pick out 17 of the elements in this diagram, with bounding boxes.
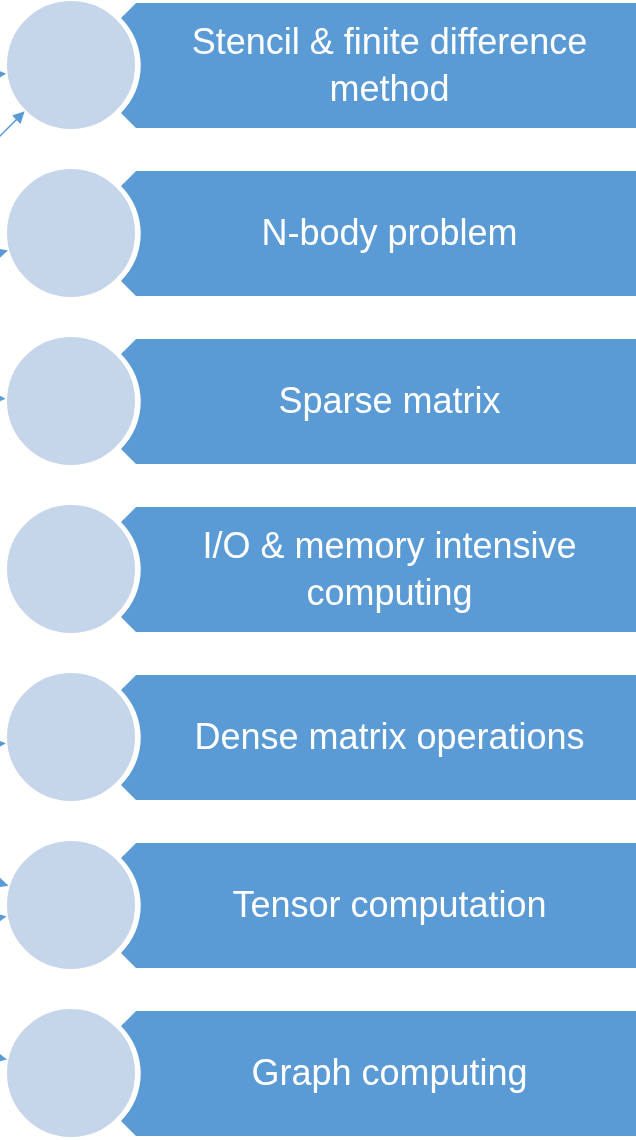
arrow bbox=[0, 1051, 7, 1063]
banner-shape bbox=[121, 171, 636, 296]
arrow bbox=[0, 876, 9, 888]
banner-text: Stencil & finite difference method bbox=[190, 19, 589, 111]
banner-shape bbox=[121, 1011, 636, 1136]
banner-shape bbox=[121, 675, 636, 800]
banner-text: Tensor computation bbox=[232, 883, 547, 928]
banner-text: Dense matrix operations bbox=[194, 715, 585, 760]
banner-text: N-body problem bbox=[261, 211, 518, 256]
banner-shape bbox=[121, 3, 636, 128]
banner-text: Sparse matrix bbox=[278, 379, 501, 424]
arrow bbox=[0, 248, 8, 260]
banner-shape bbox=[121, 843, 636, 968]
banner-text: I/O & memory intensive computing bbox=[201, 523, 578, 615]
banner-shape bbox=[121, 339, 636, 464]
banner-text: Graph computing bbox=[251, 1051, 528, 1096]
banner-shape bbox=[121, 507, 636, 632]
